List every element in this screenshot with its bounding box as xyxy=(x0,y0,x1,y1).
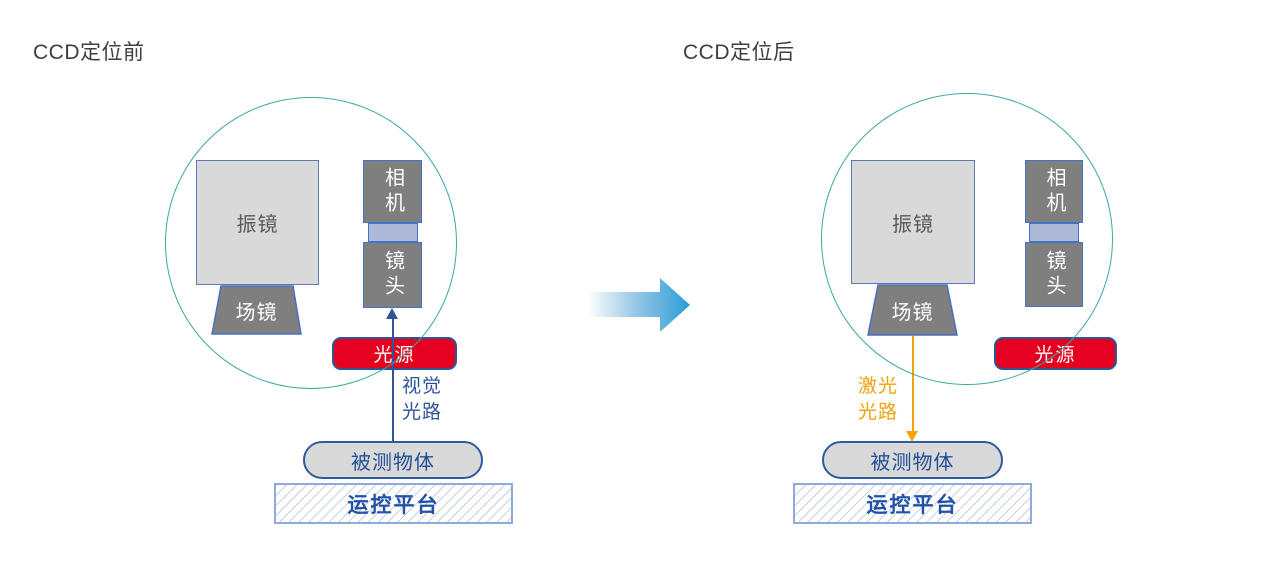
laser-path-arrow-icon xyxy=(906,431,918,442)
vision-path-label: 视觉 光路 xyxy=(402,374,452,426)
left-diagram-title: CCD定位前 xyxy=(33,41,145,64)
vision-path-label-line2: 光路 xyxy=(402,402,443,423)
laser-path-label: 激光 光路 xyxy=(858,374,908,426)
left-object-label: 被测物体 xyxy=(351,451,435,474)
right-diagram-title: CCD定位后 xyxy=(683,41,795,64)
vision-path-label-line1: 视觉 xyxy=(402,376,443,397)
left-platform-block: 运控平台 xyxy=(274,483,513,524)
right-platform-block: 运控平台 xyxy=(793,483,1032,524)
laser-path-line xyxy=(912,336,914,432)
left-platform-label: 运控平台 xyxy=(347,493,440,517)
right-object-label: 被测物体 xyxy=(870,451,955,474)
right-object-pill: 被测物体 xyxy=(822,441,1003,479)
left-ccd-view-circle xyxy=(165,97,457,389)
left-object-pill: 被测物体 xyxy=(303,441,483,479)
laser-path-label-line2: 光路 xyxy=(858,402,899,423)
right-platform-label: 运控平台 xyxy=(866,493,959,517)
vision-path-line xyxy=(392,317,394,442)
right-ccd-view-circle xyxy=(821,93,1113,385)
transition-arrow-icon xyxy=(588,278,690,332)
laser-path-label-line1: 激光 xyxy=(858,376,899,397)
